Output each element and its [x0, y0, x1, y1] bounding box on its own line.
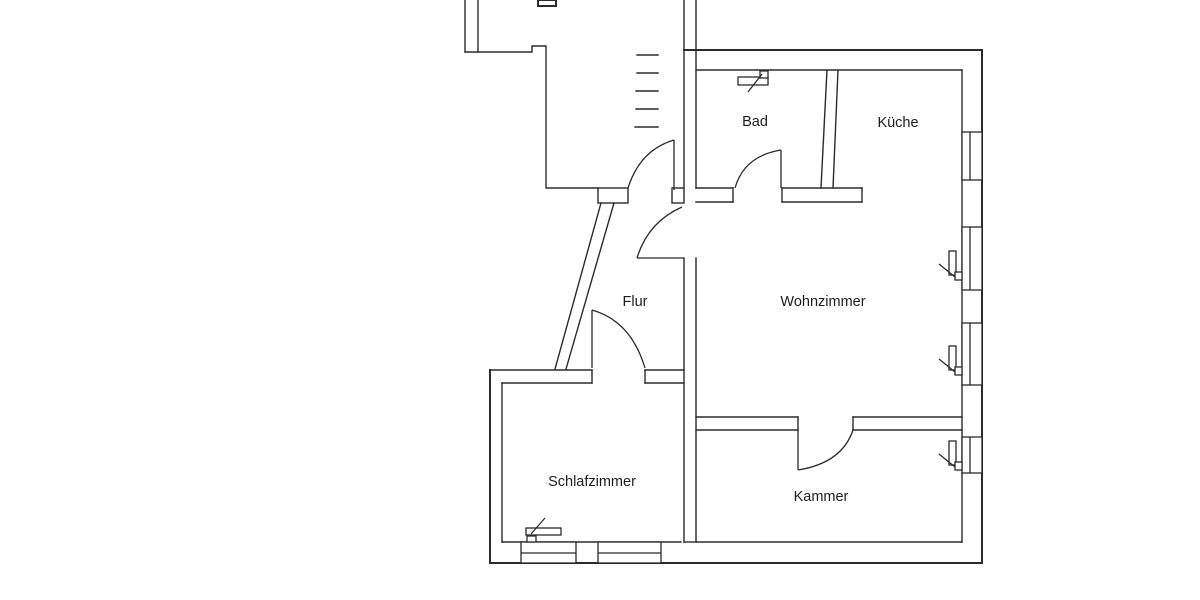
door-entry — [627, 139, 675, 190]
opening-symbol-wohnzimmer-window-1 — [938, 250, 963, 281]
door-kammer-arc — [797, 429, 854, 471]
stair-landing-block — [597, 187, 629, 204]
fixture-symbols-group — [525, 70, 963, 543]
room-label-kammer: Kammer — [794, 489, 849, 505]
room-label-schlafzimmer: Schlafzimmer — [548, 474, 636, 490]
door-bad-arc — [734, 149, 782, 189]
stairwell-top-tab — [537, 0, 557, 7]
window-kueche-east — [961, 131, 983, 181]
window-wohnzimmer-east-1 — [961, 226, 983, 291]
stair-treads — [634, 54, 659, 128]
room-label-wohnzimmer: Wohnzimmer — [780, 294, 865, 310]
doors-group — [591, 139, 854, 471]
entry-door-stop-block — [671, 187, 685, 204]
bad-kueche-south-wall — [695, 187, 863, 203]
opening-symbol-kammer-window — [938, 440, 963, 471]
door-schlafzimmer-arc — [591, 309, 646, 369]
windows-group — [520, 131, 983, 564]
door-entry-arc — [627, 139, 675, 189]
door-wohnzimmer — [636, 206, 684, 259]
window-schlafzimmer-south-1 — [520, 541, 577, 564]
door-bad — [734, 149, 782, 189]
central-spine-wall — [671, 0, 697, 543]
walls-group — [464, 0, 983, 564]
stair-flight-lines — [554, 202, 615, 370]
door-wohnzimmer-arc — [636, 206, 683, 259]
window-wohnzimmer-east-2 — [961, 322, 983, 386]
schlafzimmer-north-wall — [489, 369, 685, 384]
wohnzimmer-kammer-wall — [695, 416, 963, 431]
room-label-flur: Flur — [623, 294, 648, 310]
opening-symbol-wohnzimmer-window-2 — [938, 345, 963, 376]
bad-kueche-partition — [820, 69, 839, 189]
room-label-bad: Bad — [742, 114, 768, 130]
room-label-kueche: Küche — [877, 115, 918, 131]
opening-symbol-schlafzimmer — [525, 517, 562, 543]
stairwell — [464, 0, 659, 370]
window-schlafzimmer-south-2 — [597, 541, 662, 564]
door-schlafzimmer — [591, 309, 646, 369]
exterior-inner-faces — [501, 69, 963, 543]
window-kammer-east — [961, 436, 983, 474]
opening-symbol-bad — [737, 70, 769, 93]
door-kammer — [797, 429, 854, 471]
room-labels-group: Bad Küche Flur Wohnzimmer Schlafzimmer K… — [548, 114, 918, 505]
